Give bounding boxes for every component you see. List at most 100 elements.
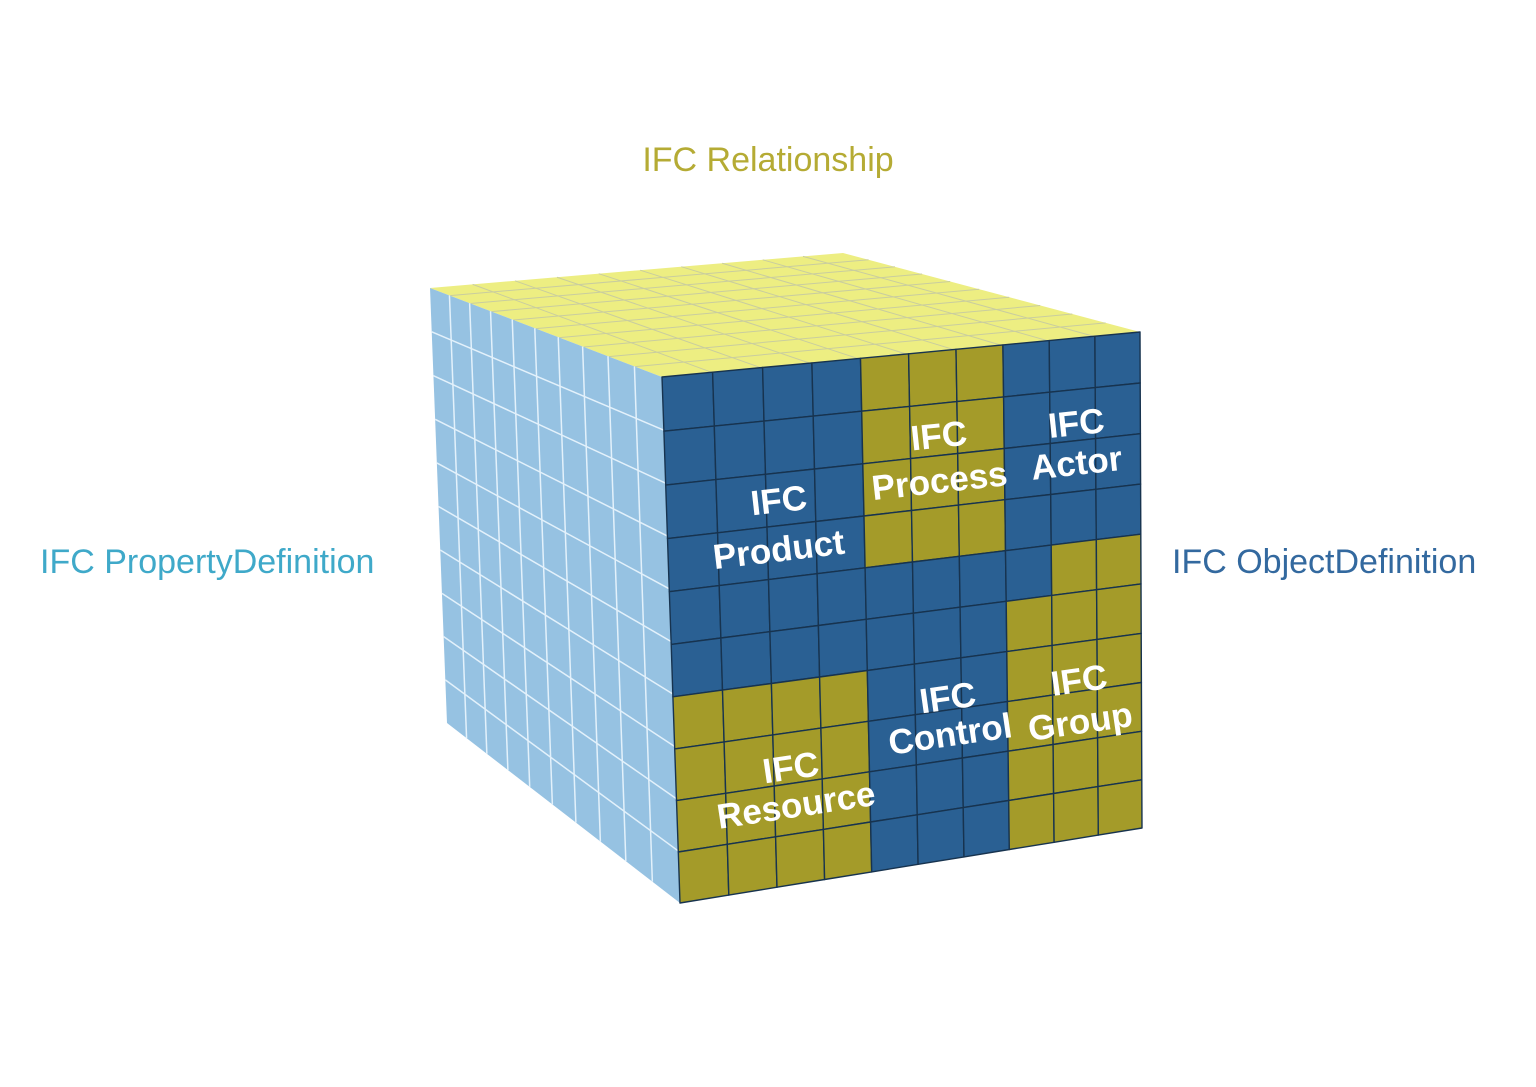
grid-cell	[912, 606, 962, 665]
grid-line	[511, 319, 531, 787]
grid-line	[598, 273, 859, 360]
grid-cell	[713, 420, 767, 481]
grid-cell	[961, 750, 1010, 809]
grid-cell	[1049, 488, 1098, 546]
grid-line	[470, 266, 895, 304]
grid-line	[762, 259, 1048, 342]
grid-cell	[726, 836, 778, 896]
grid-line	[534, 328, 554, 805]
grid-cell	[770, 676, 822, 736]
grid-cell	[1052, 737, 1099, 795]
grid-line	[607, 356, 627, 862]
grid-line	[722, 262, 1001, 346]
grid-cell	[907, 348, 958, 408]
grid-line	[557, 337, 577, 823]
grid-cell	[774, 828, 826, 888]
grid-line	[448, 295, 468, 739]
grid-line	[441, 592, 676, 748]
grid-cell	[859, 353, 911, 412]
grid-cell	[663, 425, 717, 486]
grid-line	[535, 288, 980, 330]
grid-line	[633, 366, 654, 882]
grid-line	[608, 313, 1073, 358]
grid-line	[472, 283, 712, 373]
grid-cell	[1096, 730, 1143, 788]
grid-cell	[866, 663, 916, 722]
grid-cell	[1050, 538, 1098, 597]
grid-line	[433, 374, 666, 484]
front-face	[661, 331, 1143, 904]
grid-cell	[670, 637, 724, 698]
grid-line	[438, 505, 672, 643]
grid-cell	[711, 366, 765, 427]
region-label: IFC	[1048, 657, 1109, 704]
grid-cell	[665, 478, 719, 540]
grid-cell	[868, 764, 918, 823]
grid-cell	[915, 757, 964, 816]
grid-cell	[820, 720, 871, 780]
grid-cell	[1002, 339, 1051, 398]
grid-line	[514, 280, 762, 369]
grid-cell	[1048, 335, 1096, 393]
grid-cell	[955, 344, 1005, 403]
grid-line	[681, 266, 954, 351]
grid-line	[583, 304, 1041, 348]
grid-cell	[1004, 544, 1053, 602]
label-ifc-objectdefinition: IFC ObjectDefinition	[1172, 543, 1477, 581]
grid-cell	[811, 357, 863, 417]
region-label: IFC	[917, 675, 978, 721]
grid-cell	[718, 578, 771, 639]
grid-line	[559, 296, 1010, 339]
grid-line	[556, 276, 810, 364]
grid-cell	[677, 843, 730, 904]
region-label: IFC	[909, 414, 969, 459]
grid-cell	[1007, 743, 1055, 802]
label-ifc-relationship: IFC Relationship	[642, 141, 894, 179]
region-label: IFC	[760, 745, 821, 792]
grid-cell	[817, 618, 868, 678]
grid-cell	[863, 509, 914, 569]
grid-cell	[962, 799, 1010, 858]
grid-cell	[916, 806, 965, 865]
grid-cell	[812, 410, 864, 470]
grid-cell	[1050, 589, 1098, 647]
left-face-fill	[430, 288, 680, 903]
grid-cell	[668, 584, 722, 646]
grid-cell	[957, 499, 1007, 557]
grid-cell	[1006, 644, 1054, 703]
grid-cell	[767, 573, 820, 633]
grid-cell	[816, 567, 867, 627]
label-ifc-propertydefinition: IFC PropertyDefinition	[40, 543, 375, 581]
grid-cell	[1004, 493, 1052, 552]
grid-cell	[869, 814, 919, 873]
grid-line	[802, 255, 1095, 337]
grid-cell	[1097, 779, 1143, 836]
left-face	[430, 288, 680, 903]
grid-cell	[769, 624, 821, 685]
grid-cell	[822, 821, 873, 881]
grid-cell	[861, 405, 912, 465]
grid-cell	[721, 682, 774, 743]
grid-cell	[959, 600, 1008, 659]
grid-cell	[672, 689, 725, 750]
grid-cell	[864, 561, 915, 620]
grid-line	[436, 462, 670, 590]
region-label: IFC	[1046, 401, 1106, 446]
grid-line	[634, 322, 1106, 368]
grid-cell	[1008, 792, 1055, 851]
grid-cell	[674, 741, 727, 802]
grid-cell	[910, 504, 960, 563]
grid-cell	[818, 669, 870, 729]
grid-cell	[865, 612, 916, 672]
region-label: IFC	[749, 478, 809, 523]
grid-line	[640, 269, 907, 355]
grid-cell	[720, 631, 773, 691]
grid-line	[489, 311, 509, 771]
grid-cell	[1094, 331, 1141, 389]
grid-cell	[1095, 483, 1142, 541]
grid-cell	[813, 463, 865, 523]
grid-line	[439, 549, 674, 695]
grid-cell	[1005, 594, 1053, 653]
grid-line	[513, 281, 951, 321]
